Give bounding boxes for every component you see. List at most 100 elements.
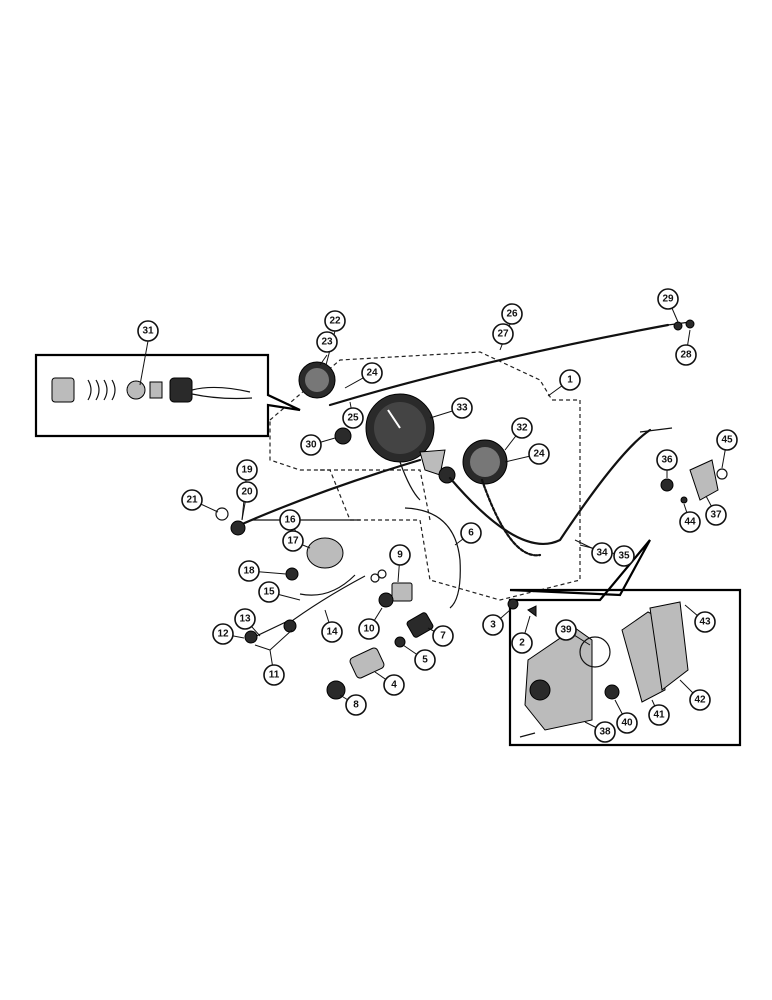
callout-33-label: 33 — [456, 403, 468, 414]
callout-35: 35 — [613, 545, 635, 567]
callout-6: 6 — [460, 522, 482, 544]
callout-29-label: 29 — [662, 294, 674, 305]
callout-9-label: 9 — [397, 550, 403, 561]
callout-27-label: 27 — [497, 329, 509, 340]
callout-12: 12 — [212, 623, 234, 645]
callout-41: 41 — [648, 704, 670, 726]
callout-19-label: 19 — [241, 465, 253, 476]
callout-43-label: 43 — [699, 617, 711, 628]
callout-28-label: 28 — [680, 350, 692, 361]
callout-12-label: 12 — [217, 629, 229, 640]
callout-38: 38 — [594, 721, 616, 743]
callout-3: 3 — [482, 614, 504, 636]
callout-4-label: 4 — [391, 680, 397, 691]
callout-33: 33 — [451, 397, 473, 419]
callout-41-label: 41 — [653, 710, 665, 721]
callout-30: 30 — [300, 434, 322, 456]
indicator-30 — [334, 427, 352, 445]
callout-1-label: 1 — [567, 375, 573, 386]
callout-11: 11 — [263, 664, 285, 686]
callout-34: 34 — [591, 542, 613, 564]
callout-34-label: 34 — [596, 548, 608, 559]
callout-8: 8 — [345, 694, 367, 716]
callout-25-label: 25 — [347, 413, 359, 424]
sender-inset — [508, 539, 742, 747]
small-parts — [215, 319, 728, 700]
callout-39-label: 39 — [560, 625, 572, 636]
callout-44-label: 44 — [684, 517, 696, 528]
callout-5: 5 — [414, 649, 436, 671]
callout-24a-label: 24 — [366, 368, 378, 379]
callout-26-label: 26 — [506, 309, 518, 320]
callout-43: 43 — [694, 611, 716, 633]
callout-37: 37 — [705, 504, 727, 526]
callout-22-label: 22 — [329, 316, 341, 327]
callout-25: 25 — [342, 407, 364, 429]
callout-30-label: 30 — [305, 440, 317, 451]
callout-40: 40 — [616, 712, 638, 734]
instrument-panel-outline — [269, 351, 581, 601]
gauge-small-left — [298, 361, 336, 399]
callout-21: 21 — [181, 489, 203, 511]
callout-6-label: 6 — [468, 528, 474, 539]
callout-3-label: 3 — [490, 620, 496, 631]
callout-31-label: 31 — [142, 326, 154, 337]
callout-14: 14 — [321, 621, 343, 643]
callout-9: 9 — [389, 544, 411, 566]
callout-42-label: 42 — [694, 695, 706, 706]
callout-19: 19 — [236, 459, 258, 481]
callout-18: 18 — [238, 560, 260, 582]
callout-15: 15 — [258, 581, 280, 603]
tachometer — [365, 393, 446, 476]
callout-20-label: 20 — [241, 487, 253, 498]
callout-18-label: 18 — [243, 566, 255, 577]
callout-2-label: 2 — [519, 638, 525, 649]
callout-24a: 24 — [361, 362, 383, 384]
callout-38-label: 38 — [599, 727, 611, 738]
callout-17: 17 — [282, 530, 304, 552]
callout-7: 7 — [432, 625, 454, 647]
callout-28: 28 — [675, 344, 697, 366]
callout-22: 22 — [324, 310, 346, 332]
callout-20: 20 — [236, 481, 258, 503]
callout-39: 39 — [555, 619, 577, 641]
callout-16-label: 16 — [284, 515, 296, 526]
callout-32: 32 — [511, 417, 533, 439]
callout-23: 23 — [316, 331, 338, 353]
callout-36-label: 36 — [661, 455, 673, 466]
lamp-socket-inset — [34, 353, 301, 438]
callout-17-label: 17 — [287, 536, 299, 547]
callout-15-label: 15 — [263, 587, 275, 598]
gauge-right — [438, 439, 508, 485]
callout-10: 10 — [358, 618, 380, 640]
callout-45-label: 45 — [721, 435, 733, 446]
callout-1: 1 — [559, 369, 581, 391]
callout-32-label: 32 — [516, 423, 528, 434]
callout-37-label: 37 — [710, 510, 722, 521]
callout-26: 26 — [501, 303, 523, 325]
callout-16: 16 — [279, 509, 301, 531]
callout-13-label: 13 — [239, 614, 251, 625]
callout-45: 45 — [716, 429, 738, 451]
callout-24b-label: 24 — [533, 449, 545, 460]
callout-36: 36 — [656, 449, 678, 471]
callout-44: 44 — [679, 511, 701, 533]
callout-24b: 24 — [528, 443, 550, 465]
callout-31: 31 — [137, 320, 159, 342]
callout-29: 29 — [657, 288, 679, 310]
callout-8-label: 8 — [353, 700, 359, 711]
callout-21-label: 21 — [186, 495, 198, 506]
callout-2: 2 — [511, 632, 533, 654]
callout-7-label: 7 — [440, 631, 446, 642]
callout-4: 4 — [383, 674, 405, 696]
callout-10-label: 10 — [363, 624, 375, 635]
callout-35-label: 35 — [618, 551, 630, 562]
callout-23-label: 23 — [321, 337, 333, 348]
callout-14-label: 14 — [326, 627, 338, 638]
callout-27: 27 — [492, 323, 514, 345]
callout-42: 42 — [689, 689, 711, 711]
callout-40-label: 40 — [621, 718, 633, 729]
callout-5-label: 5 — [422, 655, 428, 666]
cables — [238, 321, 691, 641]
